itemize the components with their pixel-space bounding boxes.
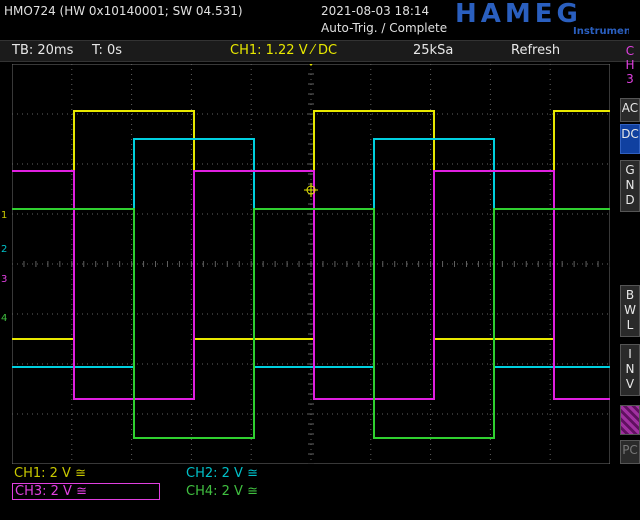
status-bar: TB: 20ms T: 0s CH1: 1.22 V ⁄ DC 25kSa Re… — [0, 40, 640, 62]
trigger-time-marker — [309, 64, 313, 66]
hameg-logo: HAMEG Instruments — [453, 0, 629, 38]
sample-rate-readout: 25kSa — [413, 43, 454, 58]
label-color-button[interactable] — [620, 405, 640, 435]
logo-sub: Instruments — [573, 26, 629, 37]
ch2-scale-label[interactable]: CH2: 2 V ≅ — [186, 466, 258, 481]
time-offset-readout[interactable]: T: 0s — [92, 43, 123, 58]
datetime: 2021-08-03 18:14 — [321, 4, 430, 18]
invert-button[interactable]: I N V — [620, 344, 640, 396]
side-menu-title: C H 3 — [625, 44, 635, 86]
ch3-scale-label[interactable]: CH3: 2 V ≅ — [12, 483, 160, 500]
trigger-status: Auto-Trig. / Complete — [321, 21, 448, 35]
ch4-trace-upper — [12, 208, 610, 439]
ch4-scale-label[interactable]: CH4: 2 V ≅ — [186, 484, 258, 499]
ch4-marker: 4 — [1, 313, 7, 324]
ch1-scale-label[interactable]: CH1: 2 V ≅ — [14, 466, 86, 481]
coupling-dc-button[interactable]: DC — [620, 124, 640, 154]
trigger-position-marker[interactable] — [304, 64, 318, 197]
trigger-crosshair-lines — [304, 183, 318, 197]
ch2-marker: 2 — [1, 244, 7, 255]
device-info: HMO724 (HW 0x10140001; SW 04.531) — [4, 4, 243, 18]
acquisition-mode[interactable]: Refresh — [511, 43, 561, 58]
channel-markers: 1 2 3 4 — [1, 210, 7, 324]
bwl-button[interactable]: B W L — [620, 285, 640, 337]
graticule — [12, 64, 610, 464]
waveforms — [12, 110, 610, 439]
logo-text: HAMEG — [455, 0, 582, 29]
trigger-setting-readout[interactable]: CH1: 1.22 V ⁄ DC — [230, 43, 338, 58]
coupling-gnd-button[interactable]: G N D — [620, 160, 640, 212]
waveform-display[interactable] — [12, 64, 610, 464]
ch1-marker: 1 — [1, 210, 7, 221]
ch3-marker: 3 — [1, 274, 7, 285]
timebase-readout[interactable]: TB: 20ms — [12, 43, 74, 58]
coupling-ac-button[interactable]: AC — [620, 98, 640, 122]
pc-button[interactable]: PC — [620, 440, 640, 464]
